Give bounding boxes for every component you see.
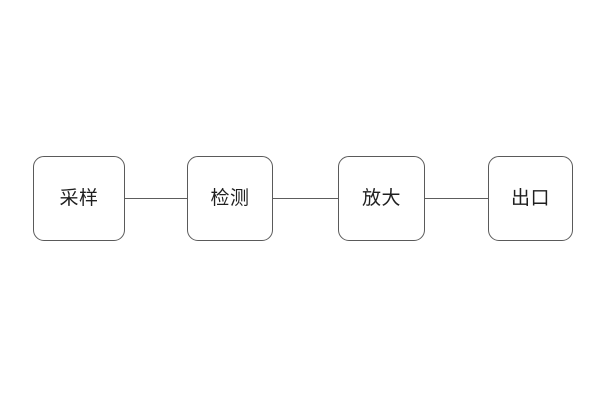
node-detection[interactable]: 检测 (187, 156, 273, 241)
connector-sampling-to-detection (125, 198, 187, 199)
node-detection-label: 检测 (210, 187, 250, 209)
node-output-label: 出口 (510, 187, 550, 209)
connector-detection-to-amplify (273, 198, 338, 199)
node-sampling[interactable]: 采样 (33, 156, 125, 241)
node-amplify[interactable]: 放大 (338, 156, 425, 241)
node-sampling-label: 采样 (59, 187, 99, 209)
node-output[interactable]: 出口 (488, 156, 573, 241)
node-amplify-label: 放大 (361, 187, 401, 209)
connector-amplify-to-output (425, 198, 488, 199)
